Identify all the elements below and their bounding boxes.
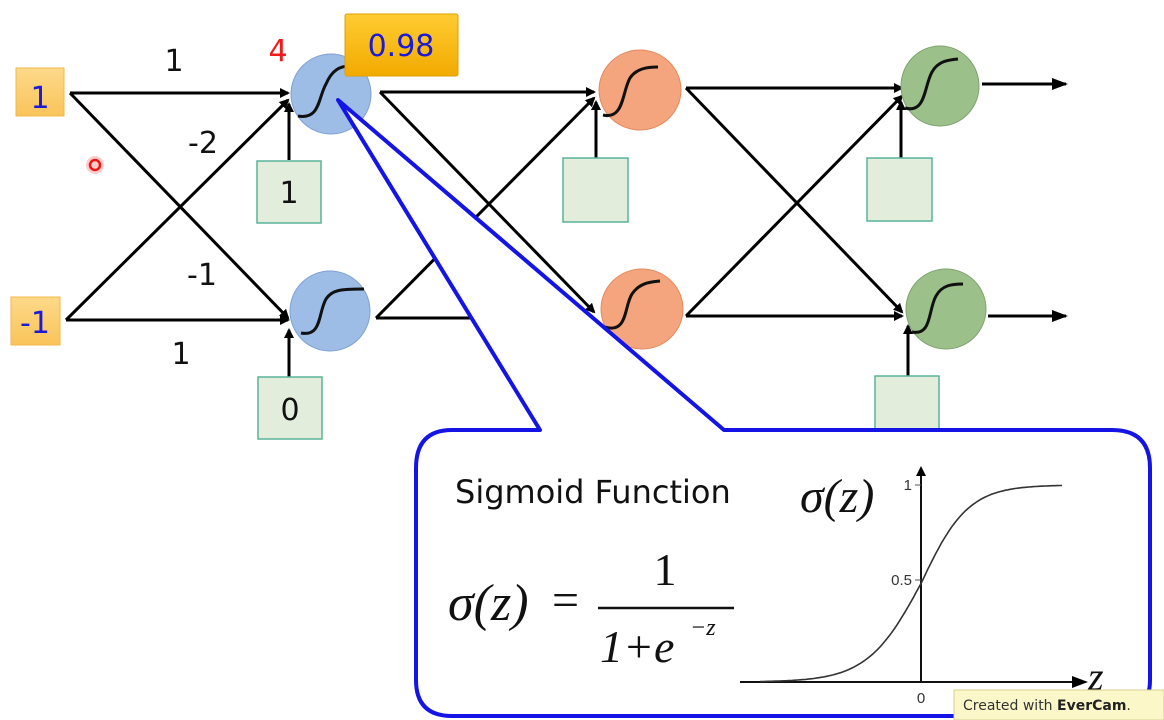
neuron-layer2-1 bbox=[598, 49, 682, 131]
sigmoid-chart: σ(z) z 1 0.5 0 bbox=[740, 466, 1104, 707]
neuron-layer3-2 bbox=[905, 268, 987, 350]
formula-exponent: −z bbox=[690, 615, 716, 641]
weight-x1-n1: 1 bbox=[164, 44, 183, 79]
weight-x2-n2: 1 bbox=[171, 337, 190, 372]
neuron-layer1-2 bbox=[289, 270, 371, 352]
input-box bbox=[15, 67, 65, 117]
input-value: 1 bbox=[30, 81, 49, 116]
formula-denominator: 1+e bbox=[600, 621, 674, 672]
formula-equals: = bbox=[552, 574, 579, 627]
connections-layer3 bbox=[684, 78, 1068, 376]
neuron-circle bbox=[905, 268, 987, 350]
sigmoid-formula: σ(z) = 1 1+e −z bbox=[448, 544, 734, 672]
neuron-layer2-2 bbox=[600, 268, 684, 350]
neuron-circle bbox=[900, 45, 980, 127]
edge-x2-n1 bbox=[64, 98, 290, 322]
y-tick-label-1: 1 bbox=[904, 477, 912, 494]
sigmoid-icon bbox=[911, 282, 964, 334]
sigmoid-curve bbox=[760, 484, 1062, 683]
connections-layer2 bbox=[374, 87, 601, 320]
bias-box-o1 bbox=[866, 157, 933, 222]
output-value: 0.98 bbox=[368, 29, 435, 64]
edge-x1-n2 bbox=[68, 91, 290, 320]
sigmoid-icon bbox=[297, 64, 351, 118]
sigmoid-icon bbox=[904, 57, 959, 111]
neuron-circle bbox=[600, 268, 684, 350]
connections-layer1 bbox=[64, 88, 294, 378]
watermark-text: Created with EverCam. bbox=[963, 698, 1131, 714]
y-tick-label-0.5: 0.5 bbox=[891, 572, 912, 589]
weight-x1-n2: -1 bbox=[187, 258, 217, 293]
neuron1-z-value: 4 bbox=[268, 34, 287, 69]
cursor-indicator bbox=[86, 156, 104, 174]
neuron-circle bbox=[289, 270, 371, 352]
chart-xlabel: z bbox=[1087, 654, 1104, 699]
edge-n2-m1 bbox=[374, 96, 596, 320]
sigmoid-icon bbox=[602, 65, 659, 118]
callout-title: Sigmoid Function bbox=[455, 473, 731, 511]
neuron-layer3-1 bbox=[900, 45, 980, 127]
formula-lhs: σ(z) bbox=[448, 575, 529, 632]
chart-ylabel: σ(z) bbox=[800, 470, 874, 523]
evercam-watermark: Created with EverCam. bbox=[953, 689, 1164, 720]
bias-box bbox=[256, 160, 322, 224]
weight-x2-n1: -2 bbox=[188, 126, 218, 161]
edge-m1-o2 bbox=[684, 86, 904, 314]
x-tick-label-0: 0 bbox=[917, 690, 925, 707]
formula-numerator: 1 bbox=[654, 544, 677, 595]
input-x2: -1 bbox=[10, 296, 61, 346]
bias-box-o2 bbox=[874, 375, 940, 437]
input-box bbox=[10, 296, 61, 346]
neuron-circle bbox=[598, 49, 682, 131]
sigmoid-icon bbox=[300, 287, 365, 335]
bias-box-m1 bbox=[562, 157, 629, 223]
neuron1-output-badge: 0.98 bbox=[344, 13, 459, 77]
edge-m2-o1 bbox=[684, 94, 904, 318]
bias-box-n2: 0 bbox=[257, 376, 323, 440]
bias-box bbox=[257, 376, 323, 440]
input-value: -1 bbox=[20, 306, 50, 341]
bias-box-n1: 1 bbox=[256, 160, 322, 224]
sigmoid-icon bbox=[604, 279, 661, 330]
bias-value: 0 bbox=[280, 393, 299, 428]
edge-n1-m2 bbox=[378, 90, 596, 314]
bias-value: 1 bbox=[279, 176, 298, 211]
input-x1: 1 bbox=[15, 67, 65, 117]
